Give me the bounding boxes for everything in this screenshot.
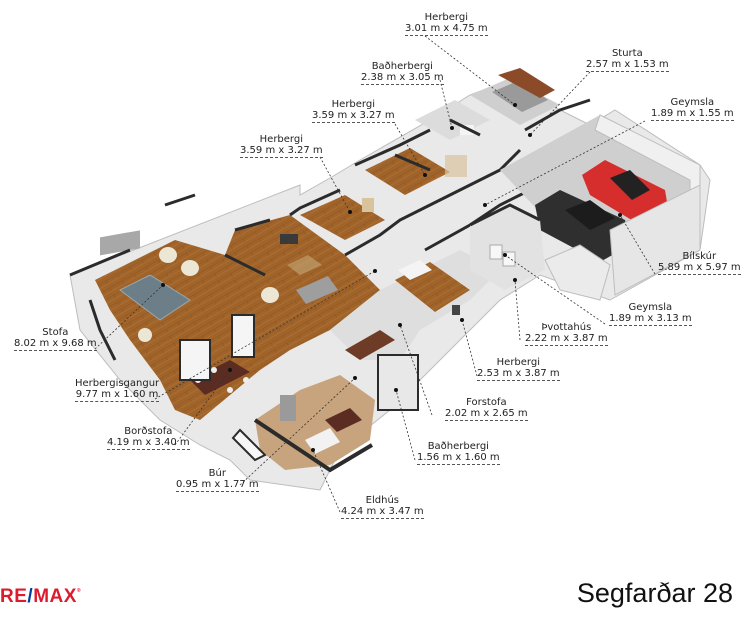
room-label-badherbergi-1: Baðherbergi 2.38 m x 3.05 m xyxy=(361,61,444,85)
herbergi-3-room xyxy=(300,195,385,240)
room-label-herbergi-2: Herbergi 3.59 m x 3.27 m xyxy=(312,99,395,123)
property-address: Segfarðar 28 xyxy=(576,578,733,608)
room-name: Sturta xyxy=(611,48,643,59)
room-dimensions: 3.01 m x 4.75 m xyxy=(405,23,488,36)
room-label-eldhus: Eldhús 4.24 m x 3.47 m xyxy=(341,495,424,519)
black-car xyxy=(535,190,630,262)
room-dimensions: 3.59 m x 3.27 m xyxy=(240,145,323,158)
room-name: Herbergi xyxy=(424,12,468,23)
room-label-badherbergi-2: Baðherbergi 1.56 m x 1.60 m xyxy=(417,441,500,465)
remax-logo: RE/MAX® xyxy=(0,586,81,608)
bilskur-room xyxy=(500,114,701,296)
room-dimensions: 4.24 m x 3.47 m xyxy=(341,506,424,519)
room-name: Geymsla xyxy=(670,97,715,108)
room-label-thvottahus: Þvottahús 2.22 m x 3.87 m xyxy=(525,322,608,346)
herbergi-1-room xyxy=(470,68,560,125)
room-label-sturta: Sturta 2.57 m x 1.53 m xyxy=(586,48,669,72)
room-dimensions: 2.22 m x 3.87 m xyxy=(525,333,608,346)
hallway xyxy=(330,250,500,411)
logo-slash: / xyxy=(27,586,34,607)
room-dimensions: 2.38 m x 3.05 m xyxy=(361,72,444,85)
room-name: Bílskúr xyxy=(682,251,717,262)
room-label-herbergisgangur: Herbergisgangur 9.77 m x 1.60 m xyxy=(75,378,160,402)
room-name: Baðherbergi xyxy=(427,441,489,452)
room-dimensions: 8.02 m x 9.68 m xyxy=(14,338,97,351)
room-dimensions: 0.95 m x 1.77 m xyxy=(176,479,259,492)
room-name: Baðherbergi xyxy=(371,61,433,72)
room-name: Búr xyxy=(208,468,226,479)
floor-plan-3d xyxy=(69,35,711,513)
room-dimensions: 2.02 m x 2.65 m xyxy=(445,408,528,421)
room-dimensions: 3.59 m x 3.27 m xyxy=(312,110,395,123)
room-name: Þvottahús xyxy=(541,322,592,333)
red-car xyxy=(582,160,668,225)
room-label-stofa: Stofa 8.02 m x 9.68 m xyxy=(14,327,97,351)
geymsla-2-room xyxy=(544,244,611,301)
walls xyxy=(69,98,591,361)
thvottahus-room xyxy=(469,203,545,290)
room-name: Borðstofa xyxy=(124,426,173,437)
room-name: Herbergi xyxy=(331,99,375,110)
room-name: Geymsla xyxy=(628,302,673,313)
logo-part-re: RE xyxy=(0,586,28,607)
room-label-herbergi-3: Herbergi 3.59 m x 3.27 m xyxy=(240,134,323,158)
room-name: Herbergi xyxy=(259,134,303,145)
room-label-geymsla-2: Geymsla 1.89 m x 3.13 m xyxy=(609,302,692,326)
herbergi-4-room xyxy=(395,260,470,315)
eldhus-room xyxy=(231,375,375,473)
room-dimensions: 9.77 m x 1.60 m xyxy=(75,389,160,402)
room-dimensions: 1.89 m x 3.13 m xyxy=(609,313,692,326)
room-markers xyxy=(161,103,622,452)
registered-mark: ® xyxy=(76,588,82,594)
room-dimensions: 1.56 m x 1.60 m xyxy=(417,452,500,465)
room-dimensions: 2.57 m x 1.53 m xyxy=(586,59,669,72)
room-dimensions: 2.53 m x 3.87 m xyxy=(477,368,560,381)
room-label-geymsla-1: Geymsla 1.89 m x 1.55 m xyxy=(651,97,734,121)
logo-part-max: MAX xyxy=(33,586,77,607)
room-name: Herbergi xyxy=(496,357,540,368)
bordstofa-room xyxy=(179,314,255,395)
room-name: Herbergisgangur xyxy=(75,378,160,389)
room-label-bilskur: Bílskúr 5.89 m x 5.97 m xyxy=(658,251,741,275)
room-name: Forstofa xyxy=(466,397,507,408)
room-dimensions: 1.89 m x 1.55 m xyxy=(651,108,734,121)
room-dimensions: 5.89 m x 5.97 m xyxy=(658,262,741,275)
leader-lines xyxy=(94,35,656,513)
room-label-herbergi-4: Herbergi 2.53 m x 3.87 m xyxy=(477,357,560,381)
room-label-forstofa: Forstofa 2.02 m x 2.65 m xyxy=(445,397,528,421)
room-label-bur: Búr 0.95 m x 1.77 m xyxy=(176,468,259,492)
room-dimensions: 4.19 m x 3.40 m xyxy=(107,437,190,450)
room-name: Eldhús xyxy=(365,495,399,506)
room-name: Stofa xyxy=(42,327,69,338)
herbergi-2-room xyxy=(365,148,467,195)
room-label-herbergi-1: Herbergi 3.01 m x 4.75 m xyxy=(405,12,488,36)
room-label-bordstofa: Borðstofa 4.19 m x 3.40 m xyxy=(107,426,190,450)
